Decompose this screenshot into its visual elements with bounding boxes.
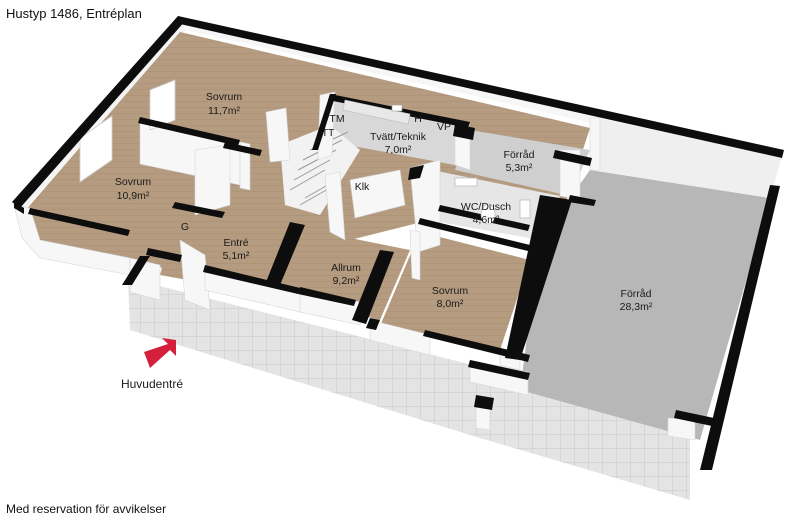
fixture-vp: VP bbox=[437, 121, 451, 133]
floor-forrad-small bbox=[455, 130, 590, 196]
room-sovrum-left-name: Sovrum bbox=[115, 176, 151, 188]
room-allrum-area: 9,2m² bbox=[333, 275, 360, 287]
room-forrad-large-name: Förråd bbox=[621, 288, 652, 300]
room-tvatt-name: Tvätt/Teknik bbox=[370, 131, 427, 143]
entrance-arrow-icon bbox=[144, 338, 176, 368]
room-sovrum-left-area: 10,9m² bbox=[117, 190, 150, 202]
room-sovrum-large-area: 11,7m² bbox=[208, 105, 240, 117]
fixture-labels: TM TT H VP Klk G bbox=[181, 113, 451, 233]
room-forrad-small-name: Förråd bbox=[504, 149, 535, 161]
wall-tops bbox=[12, 16, 784, 470]
forrad-large-wall bbox=[590, 118, 782, 198]
wc-fixtures bbox=[454, 177, 531, 225]
entrance-label: Huvudentré bbox=[121, 377, 183, 391]
room-labels: Sovrum 11,7m² Sovrum 10,9m² Tvätt/Teknik… bbox=[115, 91, 653, 313]
room-allrum-name: Allrum bbox=[331, 262, 361, 274]
fixture-tm: TM bbox=[329, 113, 344, 125]
disclaimer: Med reservation för avvikelser bbox=[6, 502, 167, 516]
fixture-klk: Klk bbox=[355, 181, 370, 193]
room-entre-area: 5,1m² bbox=[223, 250, 250, 262]
floor-forrad-large bbox=[520, 170, 770, 440]
room-entre-name: Entré bbox=[223, 237, 248, 249]
fixture-tt: TT bbox=[322, 127, 335, 139]
room-sovrum-small-area: 8,0m² bbox=[437, 298, 464, 310]
laundry-fixtures bbox=[342, 99, 411, 125]
floor-wc bbox=[428, 170, 560, 240]
room-wc-name: WC/Dusch bbox=[461, 201, 511, 213]
room-tvatt-area: 7,0m² bbox=[385, 144, 412, 156]
room-wc-area: 4,6m² bbox=[473, 214, 500, 226]
fixture-h: H bbox=[414, 113, 422, 125]
room-sovrum-small-name: Sovrum bbox=[432, 285, 468, 297]
room-forrad-large-area: 28,3m² bbox=[620, 301, 653, 313]
fixture-g: G bbox=[181, 221, 189, 233]
room-forrad-small-area: 5,3m² bbox=[506, 162, 533, 174]
windows bbox=[79, 79, 176, 183]
page-title: Hustyp 1486, Entréplan bbox=[6, 6, 142, 21]
terrace bbox=[128, 278, 690, 500]
room-sovrum-large-name: Sovrum bbox=[206, 91, 242, 103]
